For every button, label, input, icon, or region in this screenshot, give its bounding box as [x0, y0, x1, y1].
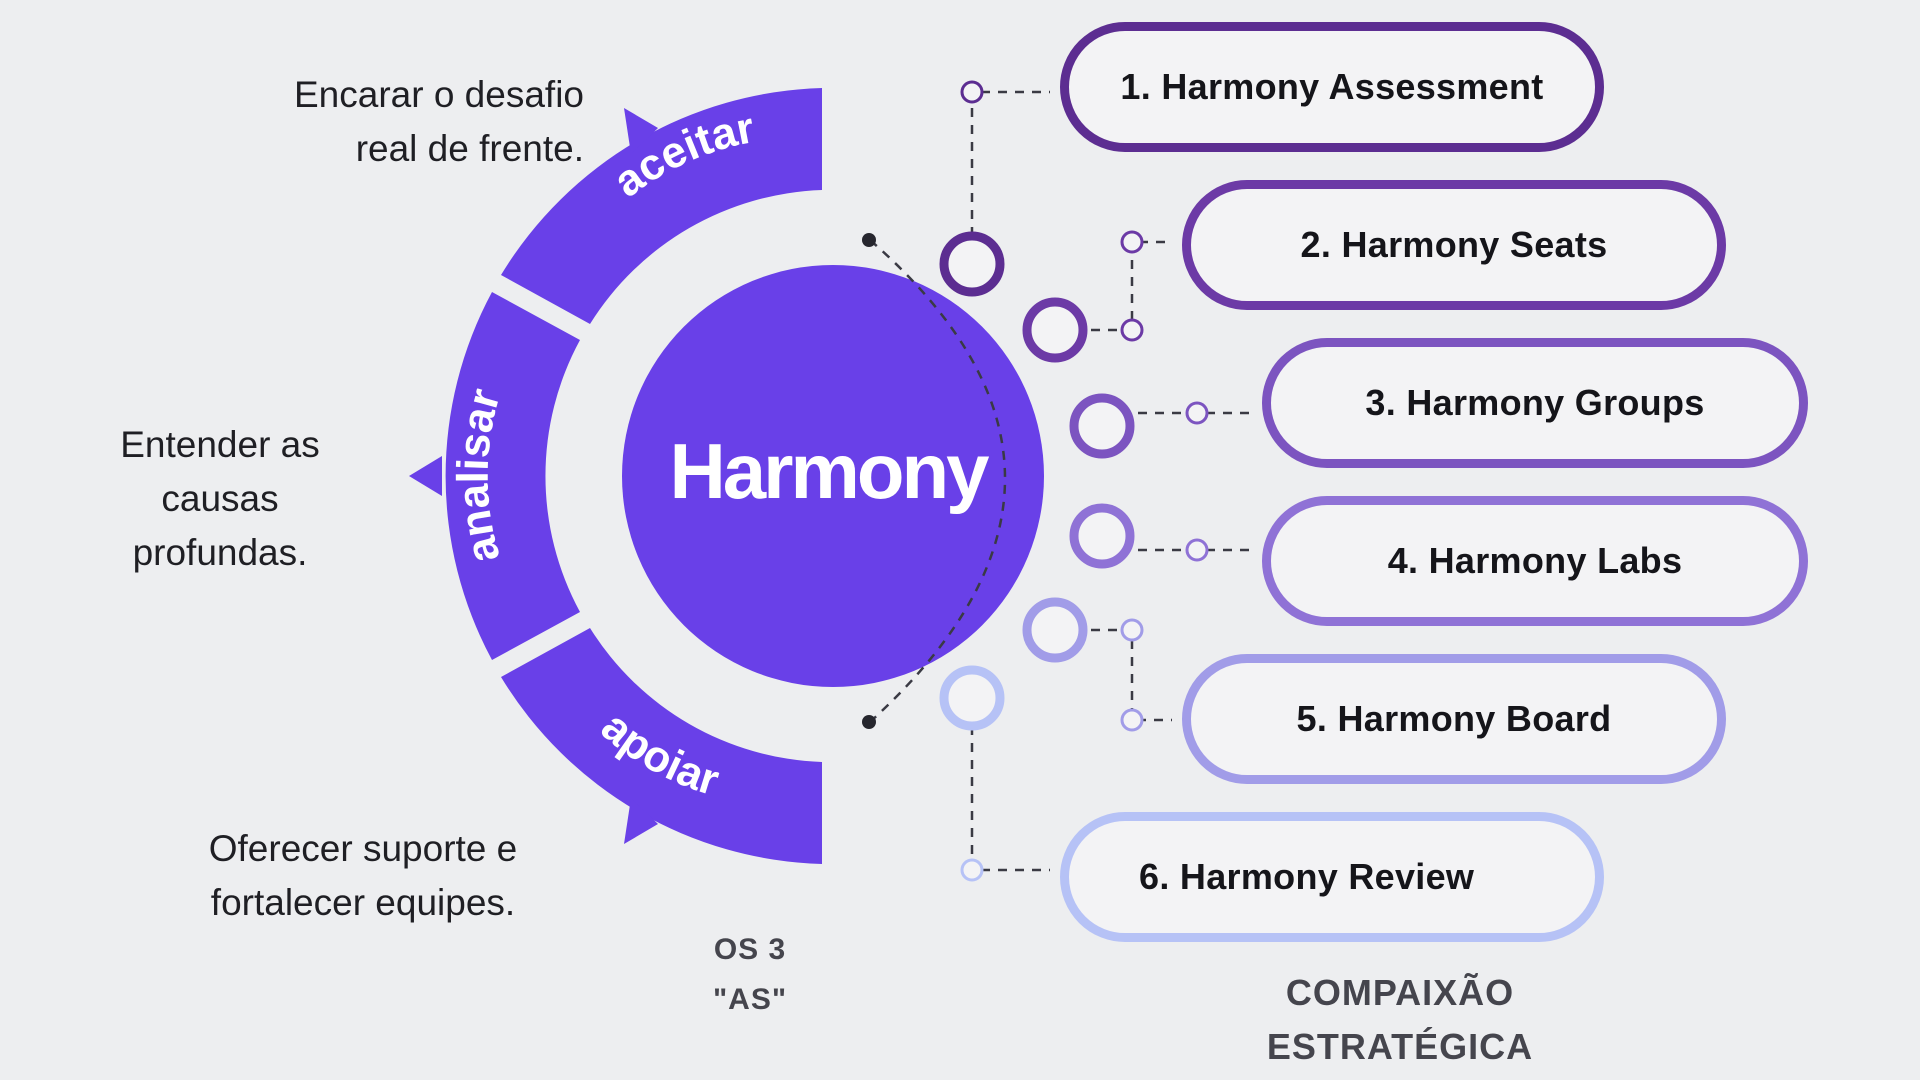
program-pill-groups: 3. Harmony Groups [1262, 338, 1808, 468]
analisar-segment [445, 292, 580, 660]
aceitar-description: Encarar o desafio real de frente. [293, 74, 584, 169]
arc-end-dot-bottom [862, 715, 876, 729]
ring-node-3 [1069, 393, 1135, 459]
junction-dot-2a [1120, 230, 1144, 254]
harmony-center-circle [622, 265, 1044, 687]
junction-dot-2b [1120, 318, 1144, 342]
junction-dot-5a [1120, 618, 1144, 642]
arc-end-dot-top [862, 233, 876, 247]
apoiar-segment [501, 628, 822, 864]
aceitar-segment [501, 88, 822, 324]
junction-dot-1 [960, 80, 984, 104]
aceitar-arrow-icon [624, 108, 658, 154]
strategic-compassion-caption: COMPAIXÃO ESTRATÉGICA [1266, 972, 1534, 1067]
program-pill-assessment: 1. Harmony Assessment [1060, 22, 1604, 152]
leader-line-1 [970, 90, 1050, 236]
connector-arc [869, 239, 1007, 723]
program-pill-review: 6. Harmony Review [1060, 812, 1604, 942]
program-pill-board: 5. Harmony Board [1182, 654, 1726, 784]
junction-dot-3 [1185, 401, 1209, 425]
ring-node-1 [939, 231, 1005, 297]
apoiar-arrow-icon [624, 798, 658, 844]
leader-line-6 [970, 726, 1050, 872]
ring-node-4 [1069, 503, 1135, 569]
analisar-arrow-icon [409, 456, 442, 496]
junction-dot-5b [1120, 708, 1144, 732]
ring-node-6 [939, 665, 1005, 731]
ring-node-2 [1022, 297, 1088, 363]
three-as-caption: OS 3 "AS" [712, 933, 788, 1016]
leader-line-5 [1057, 628, 1172, 722]
apoiar-description: Oferecer suporte e fortalecer equipes. [208, 828, 518, 923]
leader-line-2 [1057, 240, 1172, 332]
ring-node-5 [1022, 597, 1088, 663]
program-pill-labs: 4. Harmony Labs [1262, 496, 1808, 626]
junction-dot-4 [1185, 538, 1209, 562]
analisar-description: Entender as causas profundas. [120, 424, 320, 573]
harmony-logo: Harmony [669, 427, 989, 515]
program-pill-seats: 2. Harmony Seats [1182, 180, 1726, 310]
junction-dot-6 [960, 858, 984, 882]
